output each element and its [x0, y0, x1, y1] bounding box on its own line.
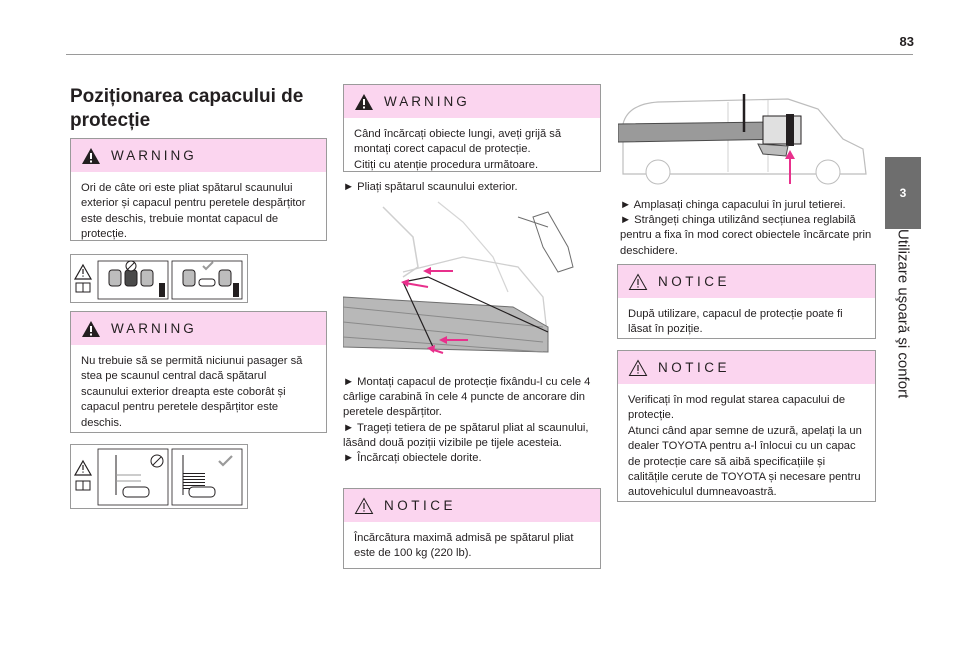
warning-header: WARNING — [71, 139, 326, 172]
warning-header: WARNING — [71, 312, 326, 345]
chapter-tab-number: 3 — [899, 186, 907, 200]
step-item: ► Montați capacul de protecție fixându-l… — [343, 376, 591, 419]
pink-arrow-icon — [439, 336, 468, 344]
notice-header: NOTICE — [618, 351, 875, 384]
warning-header: WARNING — [344, 85, 600, 118]
top-divider — [66, 54, 913, 55]
notice-label: NOTICE — [658, 274, 731, 289]
notice-box-1: NOTICE Încărcătura maximă admisă pe spăt… — [343, 488, 601, 569]
warning-text: Nu trebuie să se permită niciunui pasage… — [81, 355, 303, 429]
warning-box-2: WARNING Nu trebuie să se permită niciunu… — [70, 311, 327, 433]
pink-arrow-icon — [427, 345, 444, 354]
notice-text: Încărcătura maximă admisă pe spătarul pl… — [354, 532, 574, 560]
chapter-title-text: Utilizare uşoară şi confort — [894, 229, 912, 399]
warning-box-3: WARNING Când încărcați obiecte lungi, av… — [343, 84, 601, 172]
notice-line: Verificați în mod regulat starea capacul… — [628, 394, 846, 422]
warning-triangle-icon — [73, 263, 93, 280]
prohibited-icon — [125, 260, 137, 272]
seat-illustration-2 — [70, 444, 248, 509]
book-icon — [75, 480, 91, 491]
notice-box-3: NOTICE Verificați în mod regulat starea … — [617, 350, 876, 502]
notice-triangle-icon — [628, 358, 648, 376]
notice-triangle-icon — [628, 272, 648, 290]
step-item: ► Amplasați chinga capacului în jurul te… — [620, 199, 846, 211]
pink-arrow-icon — [785, 150, 795, 184]
pink-arrow-icon — [401, 279, 429, 288]
pink-arrow-icon — [423, 267, 453, 275]
warning-triangle-icon — [73, 459, 93, 476]
notice-label: NOTICE — [658, 360, 731, 375]
seat-illustration-1 — [70, 254, 248, 303]
warning-line: Când încărcați obiecte lungi, aveți grij… — [354, 128, 562, 156]
cover-install-illustration — [343, 201, 574, 354]
step-item: ► Strângeți chinga utilizând secțiunea r… — [620, 214, 872, 257]
chapter-tab[interactable]: 3 — [885, 157, 921, 229]
notice-text: După utilizare, capacul de protecție poa… — [628, 308, 843, 336]
warning-label: WARNING — [111, 321, 197, 336]
check-icon — [218, 455, 233, 467]
warning-triangle-icon — [82, 320, 100, 337]
step-fold-seat: ► Pliați spătarul scaunului exterior. — [343, 181, 518, 193]
chapter-title: Utilizare uşoară şi confort — [885, 229, 921, 409]
notice-header: NOTICE — [344, 489, 600, 522]
book-icon — [75, 282, 91, 293]
warning-triangle-icon — [355, 93, 373, 110]
warning-triangle-icon — [82, 147, 100, 164]
warning-label: WARNING — [384, 94, 470, 109]
notice-box-2: NOTICE După utilizare, capacul de protec… — [617, 264, 876, 339]
section-title: Poziționarea capacului de protecție — [70, 86, 304, 131]
van-illustration — [618, 94, 867, 185]
warning-text: Ori de câte ori este pliat spătarul scau… — [81, 182, 306, 241]
notice-text: Verificați în mod regulat starea capacul… — [618, 384, 875, 511]
warning-text: Când încărcați obiecte lungi, aveți grij… — [344, 118, 600, 183]
seat-diagram-2 — [73, 448, 243, 506]
seat-diagram-1 — [73, 260, 243, 300]
warning-box-1: WARNING Ori de câte ori este pliat spăta… — [70, 138, 327, 241]
notice-triangle-icon — [354, 496, 374, 514]
warning-label: WARNING — [111, 148, 197, 163]
check-icon — [202, 261, 214, 271]
notice-line: Atunci când apar semne de uzură, apelați… — [628, 424, 862, 499]
warning-line: Citiți cu atenție procedura următoare. — [354, 158, 539, 171]
step-item: ► Trageți tetiera de pe spătarul pliat a… — [343, 421, 589, 449]
page-number: 83 — [899, 34, 914, 49]
notice-header: NOTICE — [618, 265, 875, 298]
strap-steps: ► Amplasați chinga capacului în jurul te… — [620, 198, 876, 259]
notice-label: NOTICE — [384, 498, 457, 513]
steps-list: ► Montați capacul de protecție fixându-l… — [343, 375, 599, 466]
prohibited-icon — [150, 454, 164, 468]
step-item: ► Încărcați obiectele dorite. — [343, 452, 482, 465]
